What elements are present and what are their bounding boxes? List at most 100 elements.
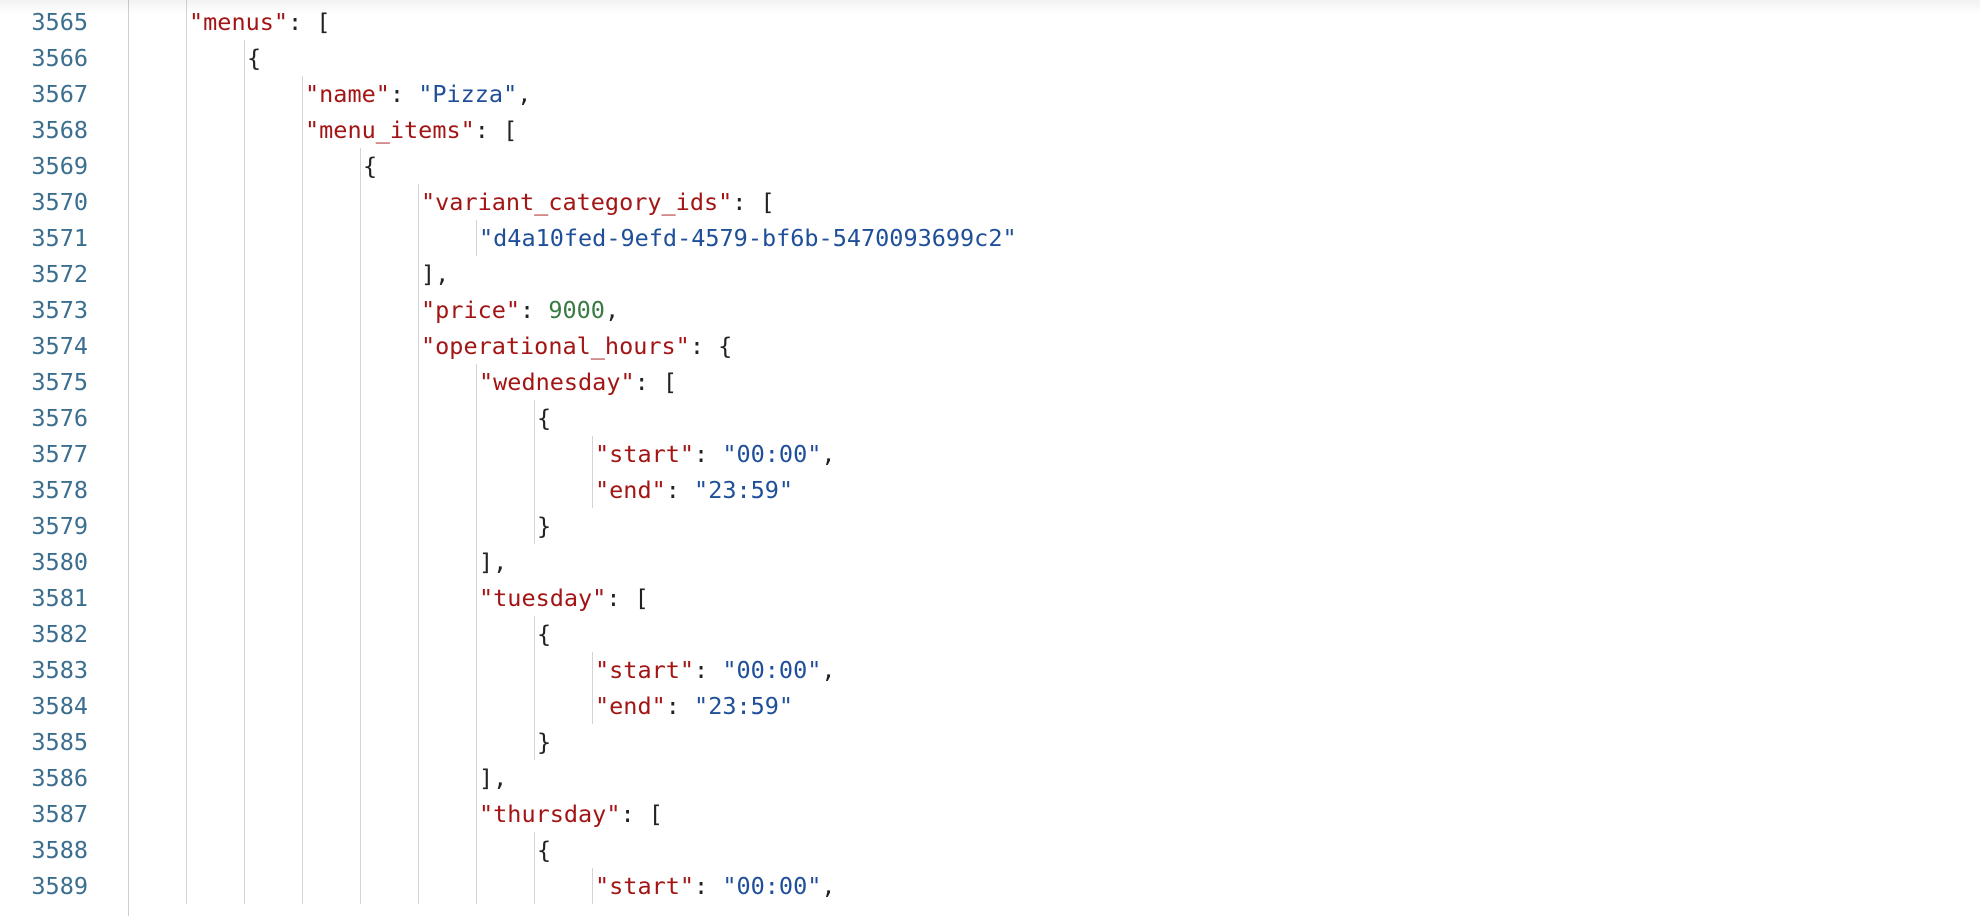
code-line[interactable]: 3573"price": 9000, (0, 292, 1980, 328)
code-content[interactable]: "menu_items": [ (305, 112, 517, 148)
indent-guide (418, 328, 419, 364)
code-content[interactable]: "thursday": [ (479, 796, 663, 832)
code-line[interactable]: 3567 "name": "Pizza", (0, 76, 1980, 112)
code-content[interactable]: "operational_hours": { (421, 328, 732, 364)
code-content[interactable]: "menus": [ (189, 4, 331, 40)
indent-guide (244, 328, 245, 364)
code-content[interactable]: "start": "00:00", (595, 436, 836, 472)
code-content[interactable]: "end": "23:59" (595, 688, 793, 724)
code-line[interactable]: 3571"d4a10fed-9efd-4579-bf6b-5470093699c… (0, 220, 1980, 256)
indent-guide (360, 328, 361, 364)
code-line[interactable]: 3564], (0, 0, 1980, 4)
code-content[interactable]: { (247, 40, 261, 76)
line-number: 3567 (31, 80, 88, 108)
indent-guide (418, 544, 419, 580)
token-key: "variant_category_ids" (421, 188, 733, 216)
gutter-divider (128, 0, 129, 916)
code-line[interactable]: 3575"wednesday": [ (0, 364, 1980, 400)
code-line[interactable]: 3572], (0, 256, 1980, 292)
indent-guide (360, 472, 361, 508)
code-content[interactable]: "end": "23:59" (595, 472, 793, 508)
code-content[interactable]: } (537, 508, 551, 544)
indent-guide (360, 436, 361, 472)
token-punc: , (517, 80, 532, 108)
code-line[interactable]: 3589"start": "00:00", (0, 868, 1980, 904)
code-line[interactable]: 3586], (0, 760, 1980, 796)
code-line[interactable]: 3584"end": "23:59" (0, 688, 1980, 724)
indent-guide (534, 832, 535, 868)
code-line[interactable]: 3565"menus": [ (0, 4, 1980, 40)
indent-guide (302, 616, 303, 652)
token-key: "menu_items" (305, 116, 475, 144)
line-number: 3585 (31, 728, 88, 756)
indent-guide (302, 256, 303, 292)
code-line[interactable]: 3585} (0, 724, 1980, 760)
code-line[interactable]: 3587"thursday": [ (0, 796, 1980, 832)
token-key: "price" (421, 296, 521, 324)
indent-guide (418, 796, 419, 832)
indent-guide (360, 544, 361, 580)
code-line[interactable]: 3582{ (0, 616, 1980, 652)
indent-guide (302, 220, 303, 256)
token-punc: : [ (634, 368, 678, 396)
code-line[interactable]: 3576{ (0, 400, 1980, 436)
code-content[interactable]: "variant_category_ids": [ (421, 184, 775, 220)
token-punc: { (537, 836, 552, 864)
code-line[interactable]: 3583"start": "00:00", (0, 652, 1980, 688)
code-content[interactable]: "name": "Pizza", (305, 76, 531, 112)
line-number: 3586 (31, 764, 88, 792)
token-punc: { (537, 620, 552, 648)
code-line[interactable]: 3579} (0, 508, 1980, 544)
code-content[interactable]: { (537, 832, 551, 868)
indent-guide (302, 724, 303, 760)
line-number: 3569 (31, 152, 88, 180)
code-content[interactable]: { (537, 400, 551, 436)
code-line[interactable]: 3570"variant_category_ids": [ (0, 184, 1980, 220)
code-content[interactable]: { (363, 148, 377, 184)
indent-guide (534, 868, 535, 904)
indent-guide (302, 76, 303, 112)
code-content[interactable]: ], (479, 544, 507, 580)
code-line[interactable]: 3581"tuesday": [ (0, 580, 1980, 616)
indent-guide (592, 868, 593, 904)
code-line[interactable]: 3578"end": "23:59" (0, 472, 1980, 508)
indent-guide (302, 760, 303, 796)
indent-guide (302, 148, 303, 184)
code-content[interactable]: "price": 9000, (421, 292, 619, 328)
code-content[interactable]: "wednesday": [ (479, 364, 677, 400)
indent-guide (592, 652, 593, 688)
indent-guide (418, 868, 419, 904)
code-content[interactable]: ], (479, 760, 507, 796)
indent-guide (186, 508, 187, 544)
token-key: "operational_hours" (421, 332, 690, 360)
code-content[interactable]: "start": "00:00", (595, 652, 836, 688)
code-content[interactable]: "d4a10fed-9efd-4579-bf6b-5470093699c2" (479, 220, 1017, 256)
code-content[interactable]: { (537, 616, 551, 652)
indent-guide (244, 832, 245, 868)
code-content[interactable]: "tuesday": [ (479, 580, 649, 616)
token-punc: : [ (288, 8, 331, 36)
token-punc: } (537, 512, 552, 540)
indent-guide (476, 436, 477, 472)
code-line[interactable]: 3568"menu_items": [ (0, 112, 1980, 148)
indent-guide (476, 220, 477, 256)
code-line[interactable]: 3577"start": "00:00", (0, 436, 1980, 472)
indent-guide (244, 220, 245, 256)
indent-guide (592, 472, 593, 508)
code-line[interactable]: 3566{ (0, 40, 1980, 76)
indent-guide (244, 616, 245, 652)
code-content[interactable]: } (537, 724, 551, 760)
token-key: "start" (595, 872, 695, 900)
indent-guide (186, 76, 187, 112)
token-key: "end" (595, 692, 666, 720)
token-punc: { (537, 404, 552, 432)
code-content[interactable]: ], (421, 256, 449, 292)
indent-guide (476, 832, 477, 868)
code-line[interactable]: 3569 { (0, 148, 1980, 184)
code-content[interactable]: "start": "00:00", (595, 868, 836, 904)
code-line[interactable]: 3574"operational_hours": { (0, 328, 1980, 364)
code-line[interactable]: 3588{ (0, 832, 1980, 868)
code-line[interactable]: 3580], (0, 544, 1980, 580)
